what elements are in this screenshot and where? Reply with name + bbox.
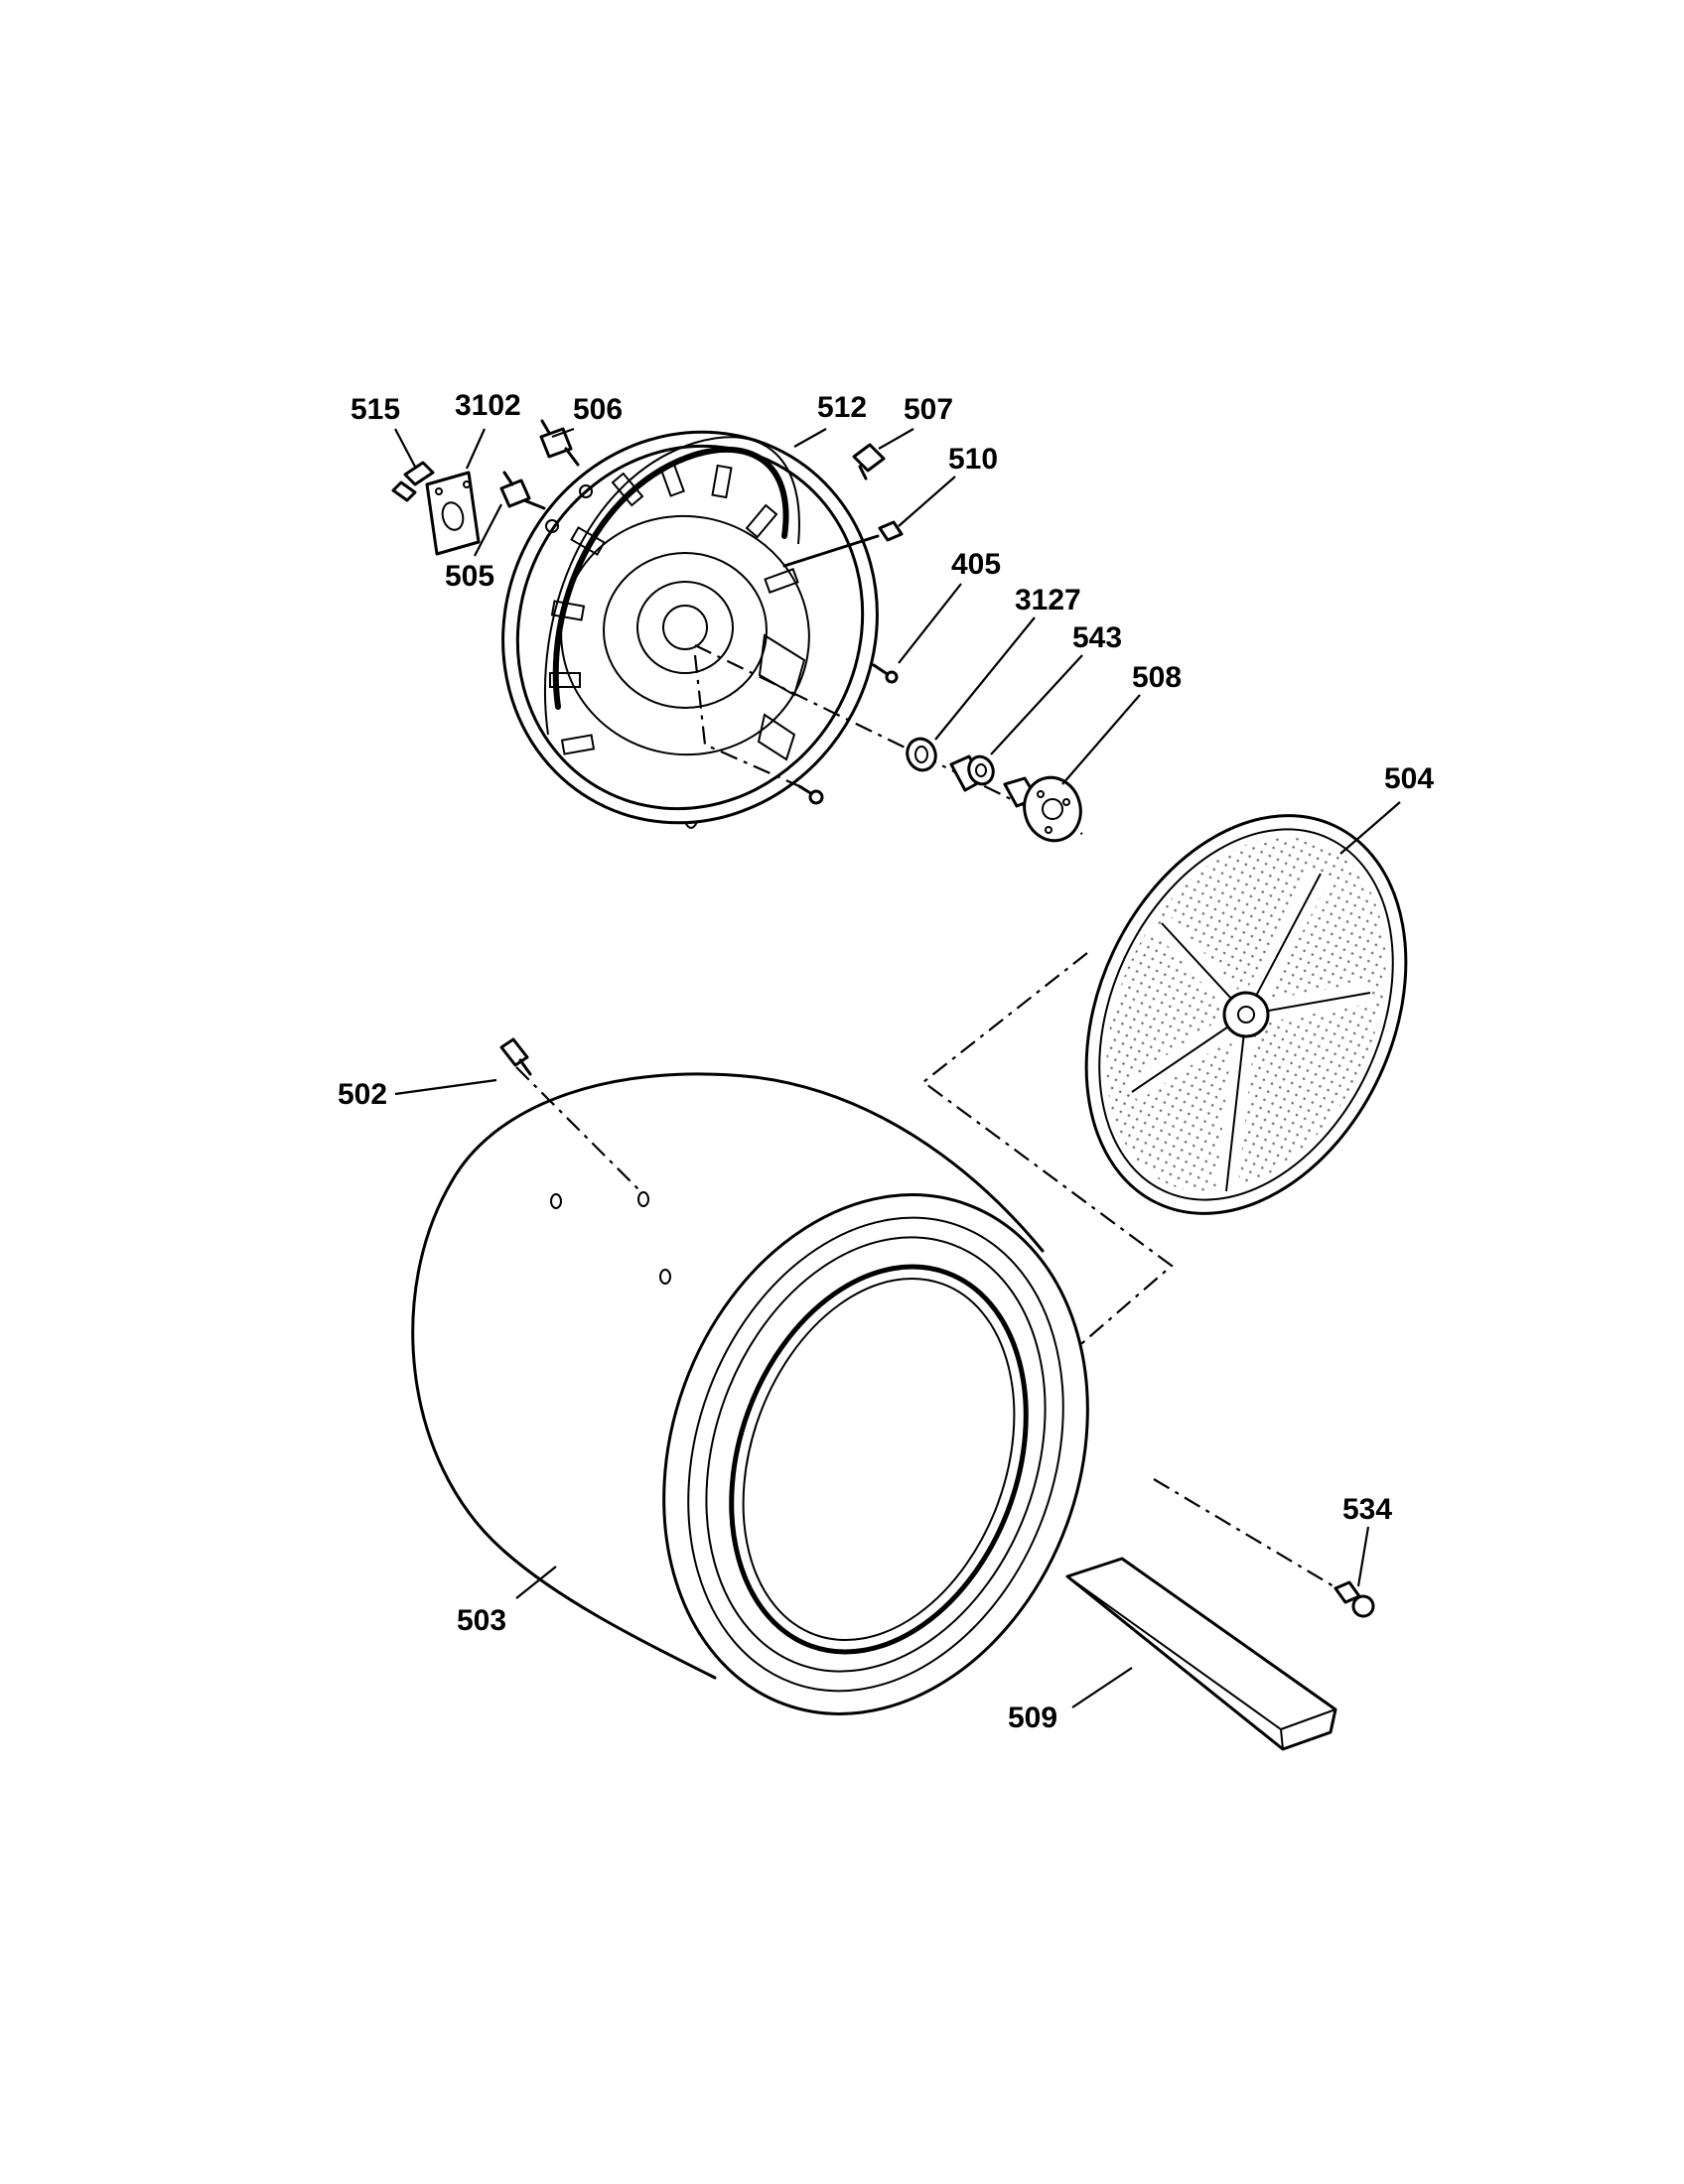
bulkhead-screw [797,784,824,805]
label-3127: 3127 [1015,584,1081,616]
leader-lines [394,427,1401,1708]
cover-plate-3102 [425,471,481,556]
drum-shaft-508 [1003,775,1082,843]
screw-534 [1333,1580,1375,1618]
label-505: 505 [445,560,494,593]
label-502: 502 [338,1078,387,1111]
label-543: 543 [1072,621,1122,654]
bearing-543 [949,754,995,792]
label-515: 515 [351,393,400,426]
label-504: 504 [1384,762,1434,795]
label-405: 405 [951,548,1001,581]
rear-bulkhead-512 [501,430,879,829]
label-509: 509 [1008,1702,1057,1734]
thermostat-506 [539,419,593,498]
screw-405 [872,663,899,684]
clip-510 [782,520,904,568]
label-3102: 3102 [455,389,521,422]
label-507: 507 [904,393,953,426]
screw-502 [499,1037,532,1076]
washer-3127 [906,737,937,772]
label-508: 508 [1132,661,1182,694]
part-labels: 515 3102 506 512 507 510 505 405 3127 54… [338,389,1434,1734]
label-510: 510 [948,443,998,476]
thermostat-515 [391,461,435,502]
baffle-509 [1065,1557,1337,1751]
label-506: 506 [573,393,623,426]
label-512: 512 [817,391,867,424]
drum-back-panel-504 [1084,814,1408,1215]
thermostat-505 [499,471,559,533]
drum-503 [411,1072,1089,1715]
fuse-507 [852,443,886,480]
label-534: 534 [1342,1493,1392,1526]
label-503: 503 [457,1604,506,1637]
